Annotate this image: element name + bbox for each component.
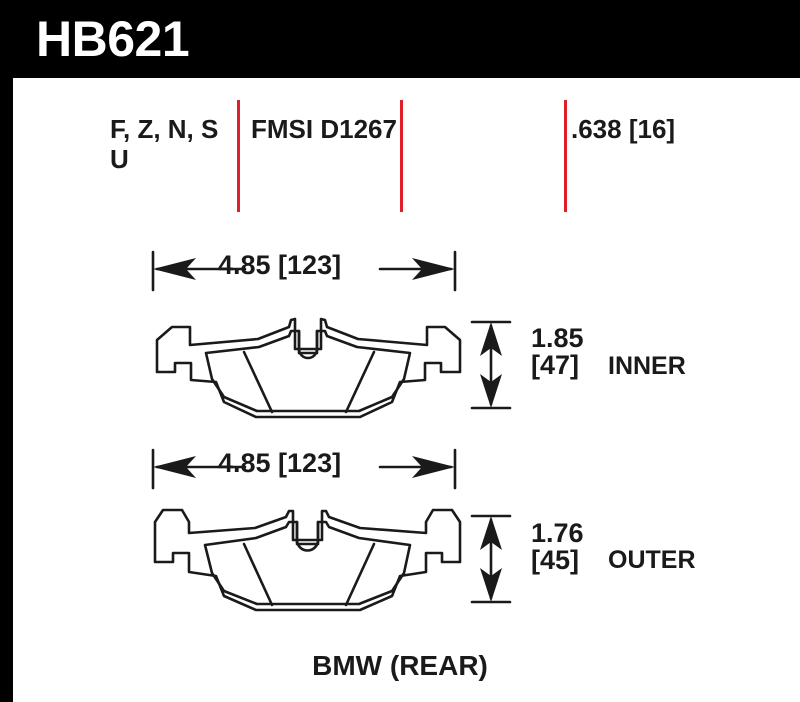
part-number: HB621: [36, 11, 190, 67]
pad-thickness: .638 [16]: [571, 114, 676, 144]
spec-row: F, Z, N, S U FMSI D1267 .638 [16]: [0, 100, 800, 230]
inner-width-label: 4.85 [123]: [218, 250, 342, 280]
outer-height-label: 1.76 [45]: [531, 520, 584, 574]
inner-height-label: 1.85 [47]: [531, 325, 584, 379]
outer-height-mm: [45]: [531, 545, 580, 575]
compound-codes-line1: F, Z, N, S: [110, 114, 219, 144]
compound-codes: F, Z, N, S U: [110, 114, 230, 174]
outer-side-label: OUTER: [608, 546, 696, 574]
spec-divider-2: [400, 100, 403, 212]
frame-left-edge: [0, 78, 13, 702]
fmsi-number: FMSI D1267: [251, 114, 397, 144]
inner-height-mm: [47]: [531, 350, 580, 380]
title-bar: HB621: [0, 0, 800, 78]
compound-codes-line2: U: [110, 144, 129, 174]
outer-height-inches: 1.76: [531, 518, 584, 548]
vehicle-application-label: BMW (REAR): [312, 650, 488, 681]
outer-width-label: 4.85 [123]: [218, 448, 342, 478]
spec-divider-3: [564, 100, 567, 212]
spec-divider-1: [237, 100, 240, 212]
inner-side-label: INNER: [608, 352, 686, 380]
inner-height-inches: 1.85: [531, 323, 584, 353]
